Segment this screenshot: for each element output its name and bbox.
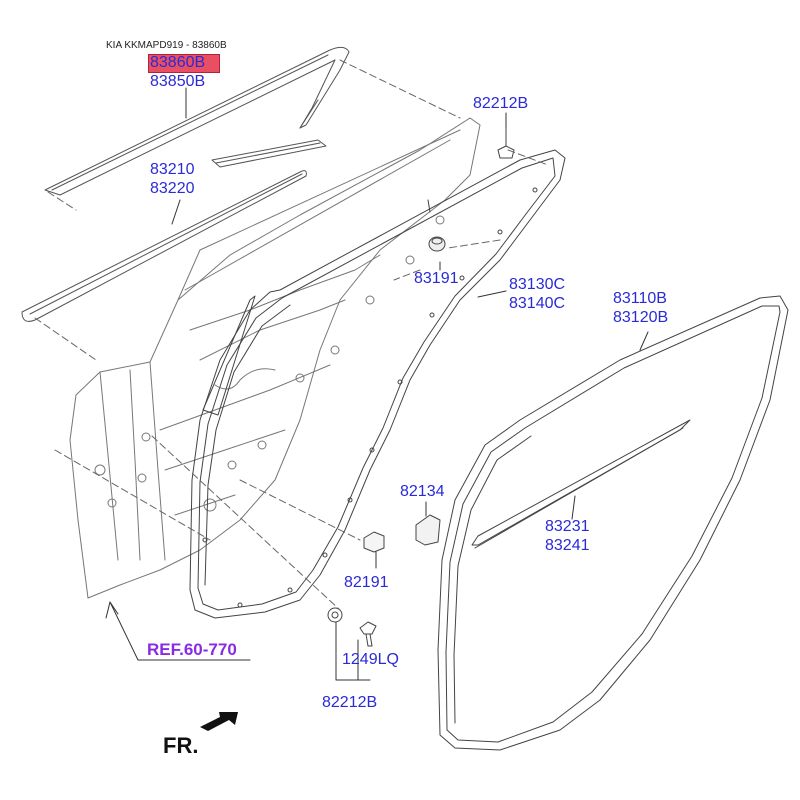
body-side-weatherstrip <box>437 295 789 751</box>
belt-weatherstrip-outer <box>21 170 307 322</box>
part-label-83130c[interactable]: 83130C <box>509 276 566 293</box>
part-label-82134[interactable]: 82134 <box>400 483 445 500</box>
part-label-83120b[interactable]: 83120B <box>613 309 669 326</box>
highlighted-part-box <box>148 54 220 73</box>
part-label-82212b-bottom[interactable]: 82212B <box>322 694 378 711</box>
front-direction-label: FR. <box>163 733 199 758</box>
part-label-83110b[interactable]: 83110B <box>613 290 667 307</box>
part-label-82212b-top[interactable]: 82212B <box>473 95 529 112</box>
assembly-guide-lines <box>34 59 549 611</box>
door-frame-weatherstrip <box>189 149 566 619</box>
part-label-83850b[interactable]: 83850B <box>150 73 206 90</box>
door-panel <box>69 117 481 599</box>
part-label-82191[interactable]: 82191 <box>344 574 389 591</box>
window-frame-molding <box>44 46 350 196</box>
part-label-83860b[interactable]: 83860B <box>150 54 206 71</box>
part-label-83220[interactable]: 83220 <box>150 180 195 197</box>
front-direction-arrow <box>200 712 238 731</box>
part-label-83241[interactable]: 83241 <box>545 537 590 554</box>
diagram-header: KIA KKMAPD919 - 83860B <box>106 40 227 51</box>
part-label-83191[interactable]: 83191 <box>414 270 459 287</box>
part-label-83231[interactable]: 83231 <box>545 518 590 535</box>
part-label-83210[interactable]: 83210 <box>150 161 195 178</box>
part-label-83140c[interactable]: 83140C <box>509 295 566 312</box>
part-label-1249lq[interactable]: 1249LQ <box>342 651 399 668</box>
fasteners <box>327 119 515 647</box>
reference-link[interactable]: REF.60-770 <box>147 640 237 659</box>
leader-lines <box>105 87 649 681</box>
